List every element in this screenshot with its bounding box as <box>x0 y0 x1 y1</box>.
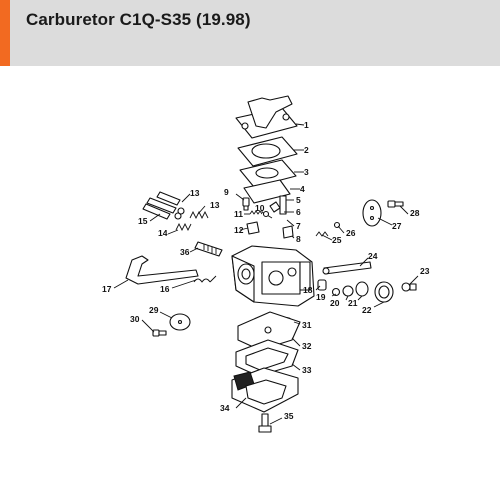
callout-36: 28 <box>410 208 420 218</box>
callout-28: 33 <box>302 365 312 375</box>
callout-11: 2 <box>304 145 309 155</box>
part-7-valve-body[interactable] <box>246 221 260 235</box>
callout-10: 3 <box>304 167 309 177</box>
part-30-screw[interactable] <box>258 413 272 433</box>
callout-6: 8 <box>296 234 301 244</box>
part-28-gasket[interactable] <box>235 339 299 377</box>
callout-22: 19 <box>316 292 326 302</box>
callout-19: 20 <box>330 298 340 308</box>
callout-labels: 1 2 3 4 5 6 7 8 9 10 11 12 13 13 14 15 1… <box>102 120 430 421</box>
callout-24: 29 <box>149 305 159 315</box>
part-32-spring[interactable] <box>315 231 329 237</box>
part-22-washer[interactable] <box>331 287 341 297</box>
callout-34: 24 <box>368 251 378 261</box>
part-29-end-cover[interactable] <box>231 367 299 413</box>
part-36-screw[interactable] <box>387 200 404 208</box>
callout-5: 9 <box>224 187 229 197</box>
part-10-gasket[interactable] <box>239 159 297 188</box>
callout-7: 12 <box>234 225 244 235</box>
callout-14: 13 <box>190 188 200 198</box>
callout-31: 36 <box>180 247 190 257</box>
part-13-spring-lower[interactable] <box>175 222 192 232</box>
callout-12: 1 <box>304 120 309 130</box>
page-title: Carburetor C1Q-S35 (19.98) <box>26 10 251 29</box>
callout-17: 17 <box>102 284 112 294</box>
part-34-choke-shaft[interactable] <box>322 261 372 275</box>
part-35-throttle-plate[interactable] <box>362 199 382 227</box>
callout-30: 35 <box>284 411 294 421</box>
header-bar: Carburetor C1Q-S35 (19.98) <box>0 0 500 66</box>
callout-23: 23 <box>420 266 430 276</box>
callout-21: 21 <box>348 298 358 308</box>
leader-lines <box>113 123 419 425</box>
callout-26: 31 <box>302 320 312 330</box>
callout-15: 15 <box>138 216 148 226</box>
callout-32: 25 <box>332 235 342 245</box>
callout-8: 11 <box>234 209 243 219</box>
part-9-plate[interactable] <box>243 179 291 204</box>
part-5-screw[interactable] <box>242 197 250 211</box>
callout-13-upper: 13 <box>210 200 220 210</box>
part-12-top-cover[interactable] <box>235 95 298 139</box>
part-14-screw[interactable] <box>156 191 181 206</box>
part-31-idle-screw[interactable] <box>194 241 223 257</box>
callout-1: 7 <box>296 221 301 231</box>
part-6-nozzle[interactable] <box>282 225 294 239</box>
part-25-screw[interactable] <box>152 329 167 337</box>
part-20-choke-knob[interactable] <box>374 281 394 303</box>
callout-25: 30 <box>130 314 140 324</box>
part-21-washer[interactable] <box>355 281 369 297</box>
part-1-2-3-4-needle-assembly[interactable] <box>261 195 287 219</box>
part-15-adjust-screw[interactable] <box>142 197 185 220</box>
part-19-ring[interactable] <box>342 285 354 297</box>
callout-4: 6 <box>296 207 301 217</box>
part-11-diaphragm[interactable] <box>237 136 298 167</box>
carburetor-body[interactable] <box>231 245 315 307</box>
callout-3: 5 <box>296 195 301 205</box>
part-16-torsion-spring[interactable] <box>193 275 217 283</box>
callout-27: 32 <box>302 341 312 351</box>
callout-2: 10 <box>255 203 265 213</box>
part-24-valve-plate[interactable] <box>169 313 191 331</box>
callout-9: 4 <box>300 184 305 194</box>
callout-29: 34 <box>220 403 230 413</box>
callout-13-lower: 14 <box>158 228 168 238</box>
callout-35: 27 <box>392 221 402 231</box>
part-23-cap-screw[interactable] <box>401 282 417 292</box>
callout-33: 26 <box>346 228 356 238</box>
header-accent <box>0 0 10 66</box>
part-13-spring-upper[interactable] <box>189 210 209 220</box>
part-18-sleeve[interactable] <box>317 279 327 291</box>
callout-20: 22 <box>362 305 372 315</box>
part-8-spring[interactable] <box>249 210 263 215</box>
part-27-metering-diaphragm[interactable] <box>237 311 301 351</box>
callout-16: 16 <box>160 284 170 294</box>
callout-18: 18 <box>303 285 313 295</box>
part-17-throttle-lever[interactable] <box>125 255 199 285</box>
